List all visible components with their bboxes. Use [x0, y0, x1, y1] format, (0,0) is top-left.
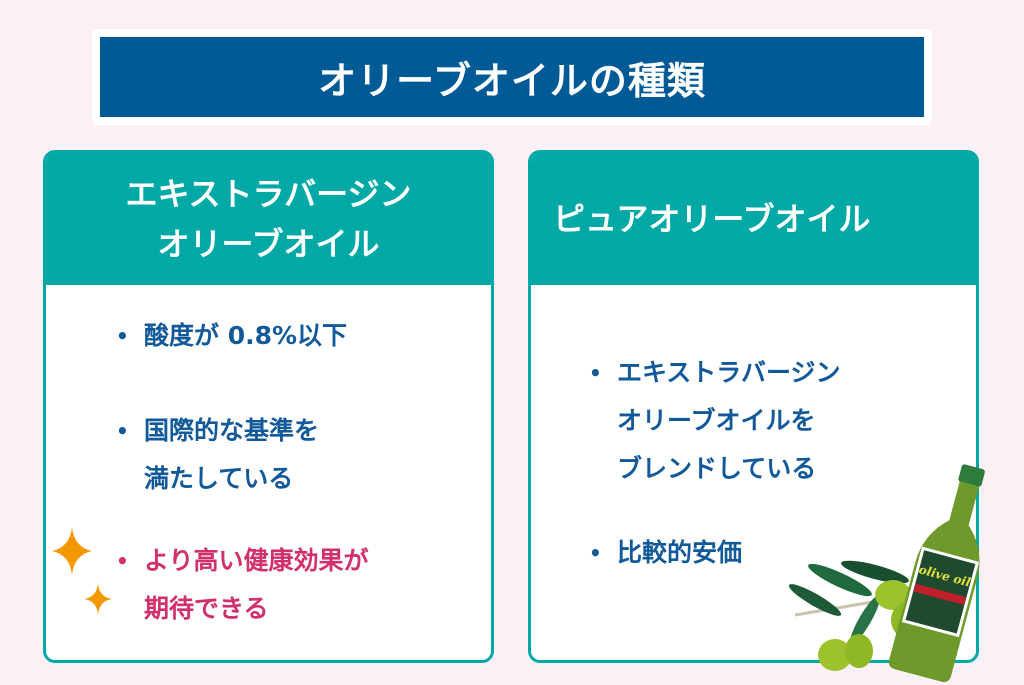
bullet-acidity: 酸度が 0.8%以下: [116, 312, 347, 360]
heading-line: ピュアオリーブオイル: [553, 200, 871, 238]
olive-oil-illustration: olive oil: [788, 464, 985, 683]
card-pure: ピュアオリーブオイル エキストラバージン オリーブオイルを ブレンドしている 比…: [528, 150, 979, 663]
card-heading: エキストラバージン オリーブオイル: [46, 153, 491, 285]
bullet-cheap: 比較的安価: [589, 529, 742, 577]
bullet-standard: 国際的な基準を 満たしている: [116, 407, 319, 503]
bullet-text: エキストラバージン: [617, 358, 841, 387]
bullet-text: オリーブオイルを: [617, 406, 816, 435]
bullet-health: より高い健康効果が 期待できる: [116, 537, 369, 633]
bullet-text: 酸度が 0.8%以下: [144, 321, 348, 350]
sparkle-icon: [52, 527, 112, 615]
bullet-blend: エキストラバージン オリーブオイルを ブレンドしている: [589, 349, 841, 493]
title-banner: オリーブオイルの種類: [92, 29, 932, 125]
bullet-text: 満たしている: [144, 464, 294, 493]
bullet-text: ブレンドしている: [617, 454, 817, 483]
card-extra-virgin: エキストラバージン オリーブオイル 酸度が 0.8%以下 国際的な基準を 満たし…: [43, 150, 494, 663]
olive-branch-icon: [788, 560, 923, 671]
page-title: オリーブオイルの種類: [100, 37, 924, 117]
heading-line: オリーブオイル: [157, 225, 380, 263]
heading-line: エキストラバージン: [125, 175, 412, 213]
bullet-text: 期待できる: [144, 594, 269, 623]
bullet-text: 比較的安価: [617, 538, 743, 567]
bullet-text: 国際的な基準を: [144, 416, 320, 445]
bullet-text: より高い健康効果が: [144, 546, 369, 575]
card-heading: ピュアオリーブオイル: [531, 153, 976, 285]
bottle-icon: olive oil: [888, 464, 985, 683]
